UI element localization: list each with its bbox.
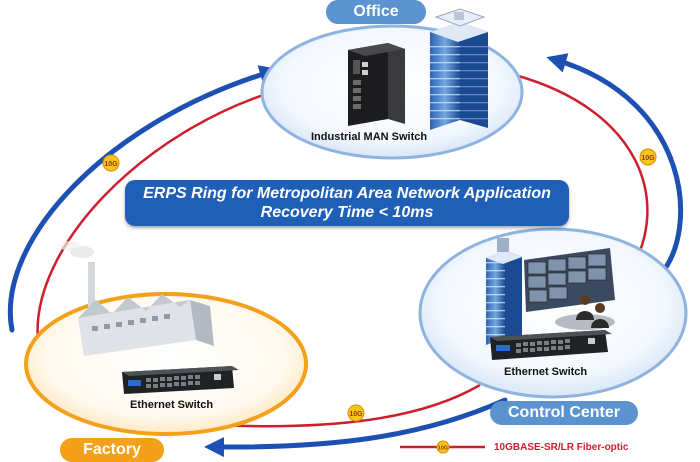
factory-ethernet-switch-icon [122,366,239,394]
fiber-link-factory-office [36,86,286,341]
industrial-man-switch-icon [348,43,405,126]
industrial-man-switch-label: Industrial MAN Switch [311,131,428,143]
legend-fiber-label: 10GBASE-SR/LR Fiber-optic [494,442,629,453]
office-tower-icon [430,8,488,130]
blue-arrow-office-to-control [546,53,684,278]
speed-badge-office-control: 10G [639,148,657,166]
banner-title-line: ERPS Ring for Metropolitan Area Network … [143,185,551,202]
svg-text:10G: 10G [438,446,448,452]
svg-text:10G: 10G [349,411,363,418]
control-tower-icon [486,238,522,345]
speed-badge-control-factory: 10G [347,404,365,422]
banner-recovery-line: Recovery Time < 10ms [260,204,434,221]
control-center-site-tag: Control Center [490,401,638,425]
fiber-link-control-factory [214,383,481,428]
legend-fiber-line: 10G [400,440,485,454]
blue-arrow-control-to-factory [204,397,508,458]
factory-ethernet-switch-label: Ethernet Switch [130,399,214,411]
blue-arrow-factory-to-office [7,65,280,333]
speed-badge-factory-office: 10G [102,154,120,172]
operator-icon [576,295,609,328]
blue-ring-arrows [7,53,684,458]
control-ethernet-switch-label: Ethernet Switch [504,366,588,378]
svg-text:10G: 10G [104,161,118,168]
office-site-tag: Office [326,0,426,24]
factory-building-icon [60,241,214,356]
control-ethernet-switch-icon [490,330,612,360]
fiber-ring [36,73,649,428]
erps-title-banner: ERPS Ring for Metropolitan Area Network … [125,180,569,226]
fiber-link-office-control [514,73,649,269]
svg-text:10G: 10G [641,155,655,162]
factory-site-tag: Factory [60,438,164,462]
